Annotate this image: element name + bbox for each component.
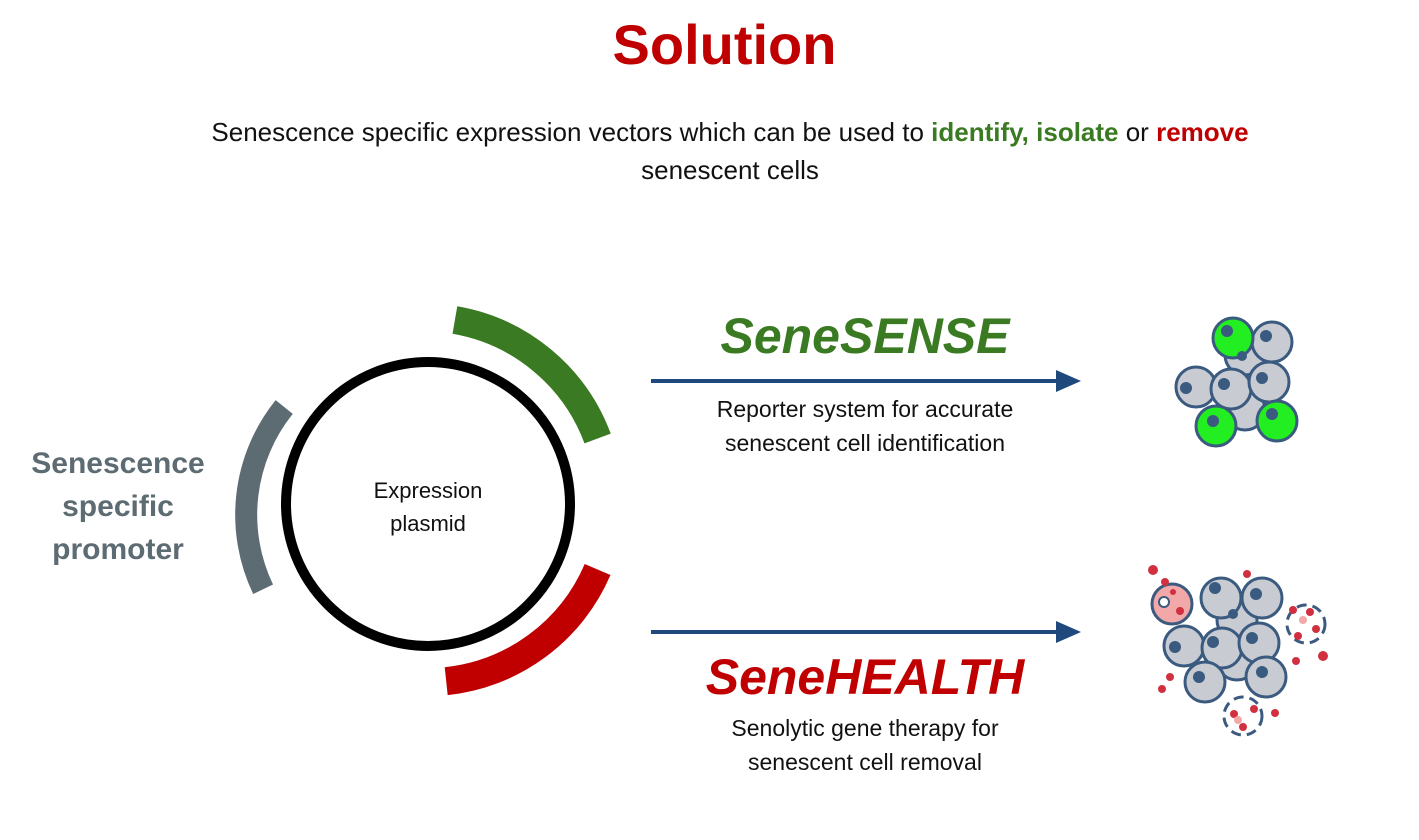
senehealth-desc-line1: Senolytic gene therapy for xyxy=(731,715,999,741)
plasmid-line2: plasmid xyxy=(390,511,466,536)
page-title: Solution xyxy=(612,13,837,76)
senesense-desc-line1: Reporter system for accurate xyxy=(716,396,1014,422)
subtitle-remove: remove xyxy=(1156,117,1249,147)
senesense-arc xyxy=(452,306,611,444)
senesense-title: SeneSENSE xyxy=(720,308,1010,364)
plasmid-label: Expression plasmid xyxy=(328,474,528,540)
senehealth-title: SeneHEALTH xyxy=(705,649,1025,705)
subtitle-text: Senescence specific expression vectors w… xyxy=(211,117,932,147)
arrow-senesense xyxy=(651,370,1081,392)
subtitle-isolate: isolate xyxy=(1028,117,1119,147)
senehealth-desc-line2: senescent cell removal xyxy=(748,749,982,775)
subtitle-line2: senescent cells xyxy=(641,155,819,185)
senehealth-description: Senolytic gene therapy for senescent cel… xyxy=(630,711,1100,779)
plasmid-line1: Expression xyxy=(373,478,483,503)
plasmid-ring xyxy=(281,357,575,651)
promoter-line2: specific xyxy=(62,490,174,523)
senesense-desc-line2: senescent cell identification xyxy=(725,430,1005,456)
senehealth-cell-cluster xyxy=(1148,565,1328,737)
subtitle-or: or xyxy=(1118,117,1157,147)
promoter-label: Senescence specific promoter xyxy=(20,442,216,571)
senesense-cell-cluster xyxy=(1174,316,1299,448)
arrow-senehealth xyxy=(651,621,1081,643)
subtitle-identify: identify, xyxy=(931,117,1029,147)
promoter-arc xyxy=(235,400,293,594)
senesense-description: Reporter system for accurate senescent c… xyxy=(630,392,1100,460)
promoter-line3: promoter xyxy=(52,533,184,566)
promoter-line1: Senescence xyxy=(31,447,205,480)
subtitle: Senescence specific expression vectors w… xyxy=(80,113,1380,189)
senehealth-arc xyxy=(444,563,611,696)
